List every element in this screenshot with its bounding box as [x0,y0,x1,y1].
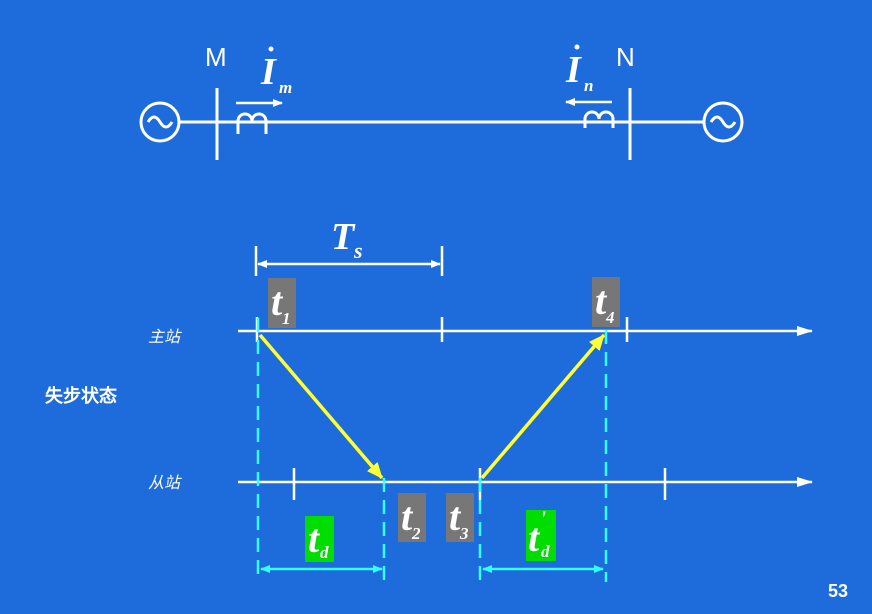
generator-m-icon [139,101,181,143]
td-prime-label: t ' d [526,506,556,561]
t4-subscript: 4 [605,308,615,327]
t3-label: t 3 [446,493,474,543]
page-number: 53 [828,581,848,601]
ts-subscript: s [353,238,363,263]
t2-subscript: 2 [411,524,421,543]
current-m-symbol: I [260,51,277,93]
t3-subscript: 3 [459,524,469,543]
t1-label: t 1 [268,278,296,328]
ts-symbol: T [331,216,356,258]
out-of-sync-state-label: 失步状态 [45,385,117,407]
t1-symbol: t [271,279,284,324]
generator-n-icon [702,101,744,143]
current-n-subscript: n [584,76,593,95]
bus-m-label: M [205,42,227,72]
td-symbol: t [308,516,321,561]
current-m-label: I m [260,46,292,97]
t1-subscript: 1 [282,309,291,328]
td-prime-symbol: t [528,515,541,560]
signal-master-to-slave [258,333,384,480]
ts-label: T s [331,216,363,263]
t3-symbol: t [449,494,462,539]
timing-diagram: T s 主站 从站 失步状态 t 1 [45,216,813,582]
t2-symbol: t [401,494,414,539]
t4-symbol: t [595,278,608,323]
current-n-label: I n [565,44,593,95]
ct-n-icon [583,110,615,128]
master-station-label: 主站 [148,327,182,346]
signal-slave-to-master [480,333,606,480]
td-prime-subscript: d [541,542,550,561]
td-subscript: d [320,543,329,562]
current-m-subscript: m [279,78,292,97]
slave-station-label: 从站 [148,473,182,492]
td-prime-superscript: ' [540,506,546,531]
ct-m-icon [236,112,268,134]
bus-n-label: N [616,42,635,72]
td-label: t d [305,516,334,562]
t4-label: t 4 [592,277,620,327]
transmission-line-diagram: M N I m I n [139,42,744,160]
current-n-symbol: I [565,49,582,91]
t2-label: t 2 [398,493,426,543]
